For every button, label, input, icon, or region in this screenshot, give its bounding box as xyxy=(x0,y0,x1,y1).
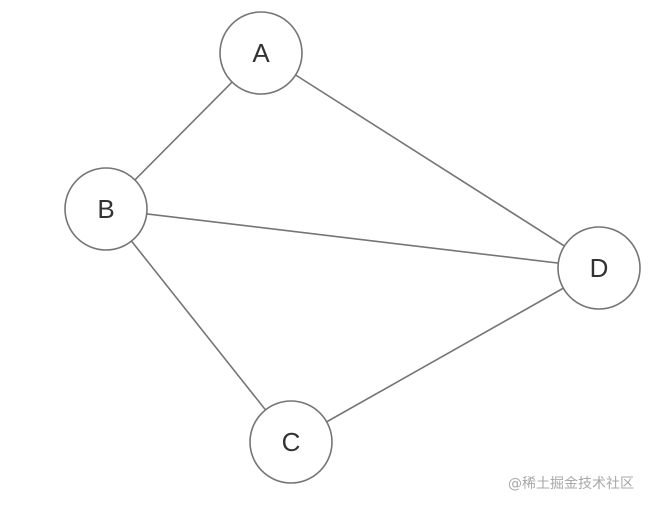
node-label: D xyxy=(590,253,609,283)
node-label: A xyxy=(252,38,270,68)
node-b: B xyxy=(64,167,148,251)
node-a: A xyxy=(219,11,303,95)
node-c: C xyxy=(249,400,333,484)
edge-c-d xyxy=(290,267,600,443)
nodes-layer: A B C D xyxy=(64,11,641,484)
node-d: D xyxy=(557,226,641,310)
node-circle xyxy=(249,400,333,484)
edge-a-d xyxy=(260,52,600,269)
node-label: C xyxy=(282,427,301,457)
node-circle xyxy=(64,167,148,251)
watermark: @稀土掘金技术社区 xyxy=(508,476,634,492)
edge-b-d xyxy=(105,208,600,269)
edge-b-c xyxy=(105,208,292,443)
node-circle xyxy=(557,226,641,310)
edges-layer xyxy=(105,52,600,443)
node-circle xyxy=(219,11,303,95)
node-label: B xyxy=(97,194,114,224)
